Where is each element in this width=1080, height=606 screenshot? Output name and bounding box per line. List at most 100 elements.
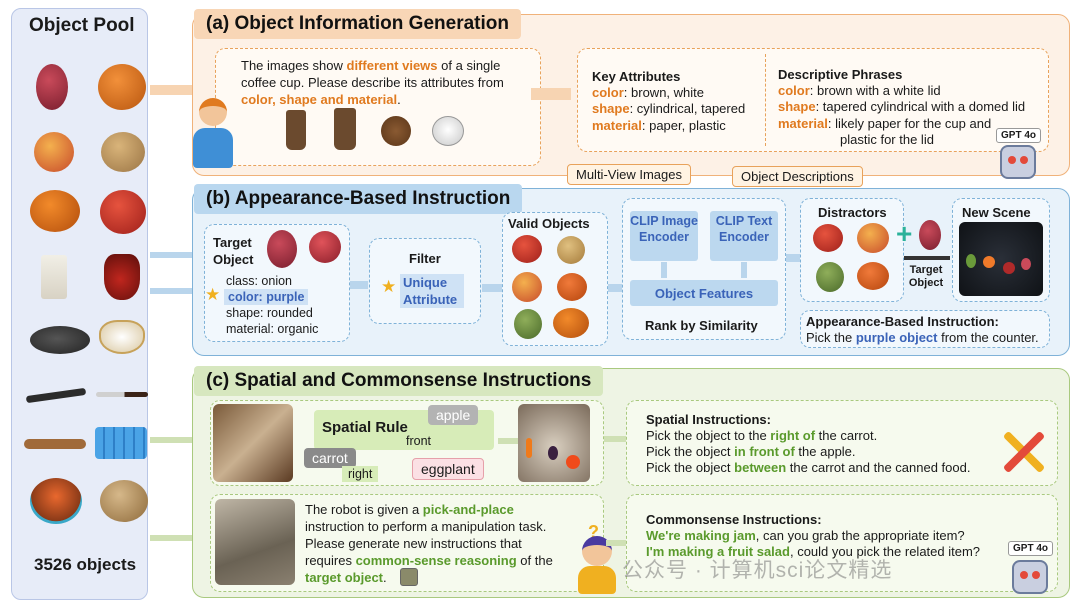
- prompt-text-part: of a single coffee cup. Please describe …: [241, 58, 504, 90]
- attr-label: shape: [592, 101, 630, 116]
- attr-label: material: [778, 116, 828, 131]
- arrow-text-to-features: [741, 262, 747, 278]
- right-relation: right: [342, 466, 379, 482]
- prompt-text-a: The images show different views of a sin…: [241, 57, 531, 108]
- rolling-pin-image: [24, 439, 86, 449]
- sp-part: Pick the object to the: [646, 428, 771, 443]
- watermark-text: 公众号 · 计算机sci论文精选: [622, 559, 893, 582]
- scene-orange-dot: [566, 455, 580, 469]
- cs-highlight: pick-and-place: [422, 502, 514, 517]
- arrow-pool-to-b1: [150, 252, 200, 258]
- apple-node: apple: [428, 405, 479, 425]
- eggplant-node: eggplant: [412, 458, 484, 480]
- shape-line: shape: rounded: [226, 306, 313, 320]
- arrow-pool-to-a: [150, 85, 198, 95]
- arrow-target-to-filter: [350, 281, 368, 289]
- commonsense-instruction-2: I'm making a fruit salad, could you pick…: [646, 543, 980, 560]
- bread-image: [100, 480, 148, 522]
- arrow-to-new-scene: [904, 256, 950, 260]
- sp-highlight: between: [734, 460, 787, 475]
- attr-value: : paper, plastic: [641, 118, 726, 133]
- plus-icon: +: [896, 218, 913, 249]
- onion-target-image: [267, 230, 297, 268]
- cs-part: .: [383, 570, 387, 585]
- cs-highlight: target object: [305, 570, 384, 585]
- object-pool-title: Object Pool: [29, 15, 135, 36]
- appearance-instruction-text: Pick the purple object from the counter.: [806, 329, 1039, 346]
- spatial-rule-title: Spatial Rule: [322, 419, 408, 436]
- appearance-instruction-title: Appearance-Based Instruction:: [806, 314, 999, 329]
- coffee-cup-top-view: [381, 116, 411, 146]
- attr-label: shape: [778, 99, 816, 114]
- valid-apple-image: [512, 235, 542, 263]
- sp-highlight: in front of: [734, 444, 795, 459]
- valid-pumpkin-image: [553, 308, 589, 338]
- arrow-pool-to-c1: [150, 437, 212, 443]
- pan-image: [30, 326, 90, 354]
- robot-icon-a: [1000, 145, 1036, 179]
- front-relation: front: [402, 433, 436, 449]
- clip-text-encoder: CLIP Text Encoder: [710, 211, 778, 261]
- desc-shape-line: shape: tapered cylindrical with a domed …: [778, 98, 1025, 115]
- coffee-cup-lid-view: [432, 116, 464, 146]
- prompt-highlight: different views: [346, 58, 438, 73]
- attr-label: color: [592, 85, 624, 100]
- valid-orange-image: [557, 273, 587, 301]
- cs-instr-highlight: We're making jam: [646, 528, 756, 543]
- milk-carton-image: [41, 255, 67, 299]
- distractor-apple-image: [813, 224, 843, 252]
- sp-part: Pick the object: [646, 444, 735, 459]
- sp-part: Pick the object: [646, 460, 735, 475]
- prompt-bubble-a: [215, 48, 541, 166]
- cs-instr-part: , can you grab the appropriate item?: [755, 528, 965, 543]
- cs-instr-highlight: I'm making a fruit salad: [646, 544, 790, 559]
- onion-target-image-2: [309, 231, 341, 263]
- spatial-instructions-box: [626, 400, 1058, 486]
- key-shape-line: shape: cylindrical, tapered: [592, 100, 745, 117]
- prompt-text-part: The images show: [241, 58, 347, 73]
- cs-part: instruction to perform a manipulation ta…: [305, 519, 547, 568]
- new-scene-title: New Scene: [962, 205, 1031, 220]
- coffee-cup-view-2: [334, 108, 356, 150]
- rank-by-similarity: Rank by Similarity: [645, 318, 758, 333]
- key-material-line: material: paper, plastic: [592, 117, 726, 134]
- attr-label: material: [592, 118, 642, 133]
- sp-highlight: right of: [770, 428, 816, 443]
- prompt-text-part: .: [397, 92, 401, 107]
- kitchen-scene-image: [213, 404, 293, 482]
- tools-icon: [998, 428, 1050, 476]
- arrow-spatial-to-instr: [604, 436, 626, 442]
- gpt-badge-c: GPT 4o: [1008, 541, 1054, 556]
- valid-peach-image: [512, 272, 542, 302]
- arrow-image-to-features: [661, 262, 667, 278]
- desc-material-line: material: likely paper for the cup and: [778, 115, 991, 132]
- knife-image: [96, 392, 148, 397]
- arrow-valid-to-clip: [608, 284, 622, 292]
- section-a-title: (a) Object Information Generation: [194, 9, 521, 39]
- spatial-instructions-title: Spatial Instructions:: [646, 412, 771, 427]
- teacup-image: [99, 320, 145, 354]
- descriptive-phrases-title: Descriptive Phrases: [778, 67, 903, 82]
- arrow-pool-to-c2: [150, 535, 212, 541]
- sp-part: the carrot.: [815, 428, 878, 443]
- color-line: color: purple: [224, 289, 309, 305]
- attr-value: : cylindrical, tapered: [629, 101, 746, 116]
- valid-objects-title: Valid Objects: [508, 216, 590, 231]
- key-color-line: color: brown, white: [592, 84, 704, 101]
- cs-highlight: common-sense reasoning: [355, 553, 517, 568]
- cs-part: of the: [516, 553, 553, 568]
- spatial-instruction-2: Pick the object in front of the apple.: [646, 443, 856, 460]
- object-features-box: Object Features: [630, 280, 778, 306]
- pitcher-image: [104, 254, 140, 300]
- commonsense-prompt-text: The robot is given a pick-and-place inst…: [305, 501, 569, 586]
- scene-obj-2: [1003, 262, 1015, 274]
- peach-image: [34, 132, 74, 172]
- attributes-box: [577, 48, 1049, 152]
- orange-image: [98, 64, 146, 110]
- attr-value: : likely paper for the cup and: [827, 116, 992, 131]
- attr-value: : brown with a white lid: [809, 83, 941, 98]
- desc-material-line-2: plastic for the lid: [840, 132, 934, 147]
- prompt-highlight: color, shape and material: [241, 92, 398, 107]
- apple-image: [100, 190, 146, 234]
- target-object-label-b: Target Object: [908, 264, 944, 289]
